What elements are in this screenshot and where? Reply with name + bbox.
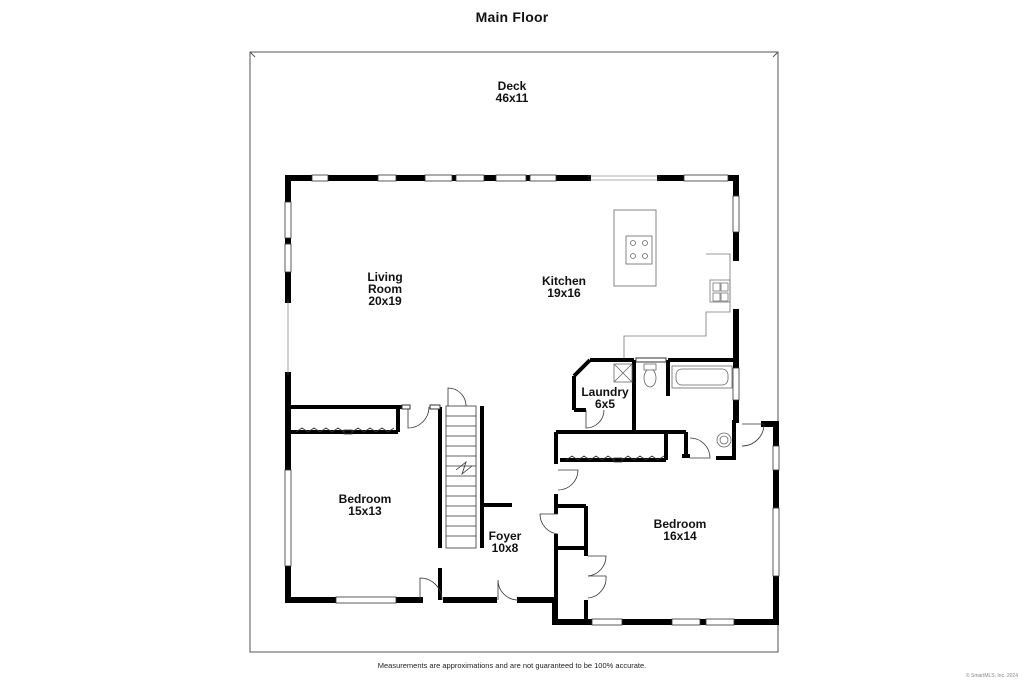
- room-dims: 16x14: [663, 529, 697, 543]
- room-name: Laundry: [581, 385, 629, 399]
- room-dims: 10x8: [491, 541, 519, 555]
- room-dims: 15x13: [348, 504, 382, 518]
- door-swings: [407, 387, 765, 601]
- exterior-walls: [285, 175, 779, 625]
- room-dims: 6x5: [594, 397, 616, 411]
- room-name: Bedroom: [653, 517, 707, 531]
- staircase: [445, 405, 477, 549]
- room-dims: 20x19: [368, 294, 402, 308]
- room-name: Bedroom: [338, 492, 392, 506]
- room-name: Foyer: [488, 529, 522, 543]
- room-label-laundry: Laundry 6x5: [581, 386, 628, 410]
- room-name-line1: Living: [367, 270, 403, 284]
- room-label-kitchen: Kitchen 19x16: [542, 275, 586, 299]
- room-label-living-room: Living Room 20x19: [367, 271, 402, 307]
- kitchen-counters: [623, 253, 731, 358]
- room-label-bedroom-right: Bedroom 16x14: [654, 518, 707, 542]
- room-label-bedroom-left: Bedroom 15x13: [339, 493, 392, 517]
- deck-area: [253, 55, 775, 649]
- kitchen-island: [613, 209, 657, 287]
- room-label-deck: Deck 46x11: [496, 80, 529, 104]
- room-dims: 46x11: [495, 91, 529, 105]
- room-name: Deck: [497, 79, 527, 93]
- floor-plan-title: Main Floor: [475, 9, 549, 25]
- measurement-disclaimer: Measurements are approximations and are …: [377, 661, 647, 670]
- room-dims: 19x16: [547, 286, 581, 300]
- copyright-notice: © SmartMLS, Inc. 2024: [965, 673, 1018, 679]
- room-label-foyer: Foyer 10x8: [489, 530, 522, 554]
- closet-doors: [295, 427, 665, 463]
- room-name: Kitchen: [541, 274, 587, 288]
- bath-fixtures: [613, 363, 733, 448]
- room-name-line2: Room: [368, 282, 402, 296]
- windows: [284, 174, 780, 626]
